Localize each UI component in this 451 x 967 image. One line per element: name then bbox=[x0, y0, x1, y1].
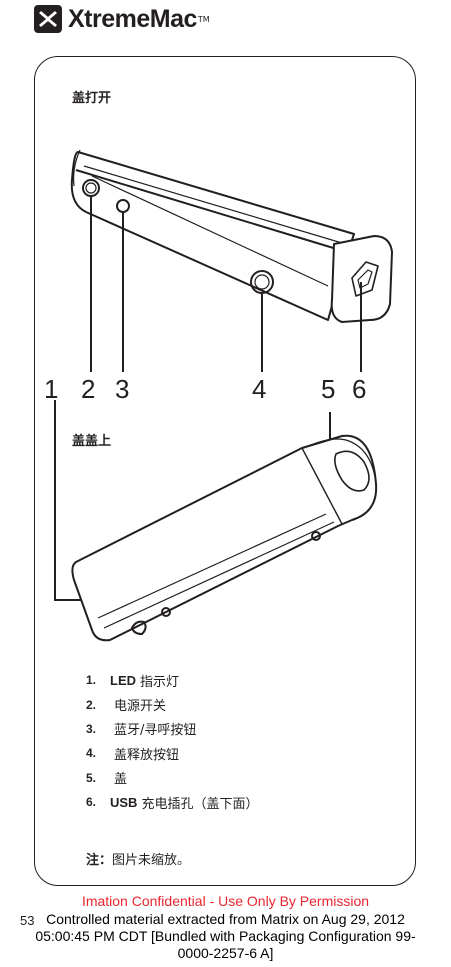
logo-text: XtremeMac bbox=[68, 4, 197, 33]
note-text: 图片未缩放。 bbox=[112, 853, 191, 868]
list-item: 3.蓝牙/寻呼按钮 bbox=[86, 721, 197, 739]
x-logo-icon bbox=[34, 5, 62, 33]
page-number: 53 bbox=[20, 913, 35, 928]
callout-4: 4 bbox=[252, 374, 267, 404]
figure-caption-closed: 盖盖上 bbox=[72, 434, 112, 449]
callout-lines bbox=[54, 195, 362, 601]
list-item: 4.盖释放按钮 bbox=[86, 746, 180, 763]
callout-6: 6 bbox=[352, 374, 367, 404]
footer-line: 0000-2257-6 A] bbox=[177, 945, 274, 961]
device-closed-illustration bbox=[71, 434, 378, 642]
note-label: 注： bbox=[86, 853, 113, 868]
callout-1: 1 bbox=[44, 374, 59, 404]
footer-text: Controlled material extracted from Matri… bbox=[0, 911, 451, 962]
brand-logo: XtremeMac TM bbox=[34, 4, 210, 34]
logo-trademark: TM bbox=[197, 14, 210, 24]
list-item: 2.电源开关 bbox=[86, 697, 167, 715]
device-illustration bbox=[54, 149, 393, 642]
footer-line: Controlled material extracted from Matri… bbox=[46, 911, 405, 927]
device-open-illustration bbox=[70, 149, 393, 323]
list-item: 5.盖 bbox=[86, 770, 128, 788]
footer-line: 05:00:45 PM CDT [Bundled with Packaging … bbox=[35, 928, 416, 944]
callout-3: 3 bbox=[115, 374, 130, 404]
callout-5: 5 bbox=[321, 374, 336, 404]
figure-caption-open: 盖打开 bbox=[72, 91, 112, 106]
callout-2: 2 bbox=[81, 374, 96, 404]
scale-note: 注：图片未缩放。 bbox=[86, 849, 190, 868]
confidential-notice: Imation Confidential - Use Only By Permi… bbox=[81, 893, 370, 909]
content-panel bbox=[34, 56, 416, 886]
